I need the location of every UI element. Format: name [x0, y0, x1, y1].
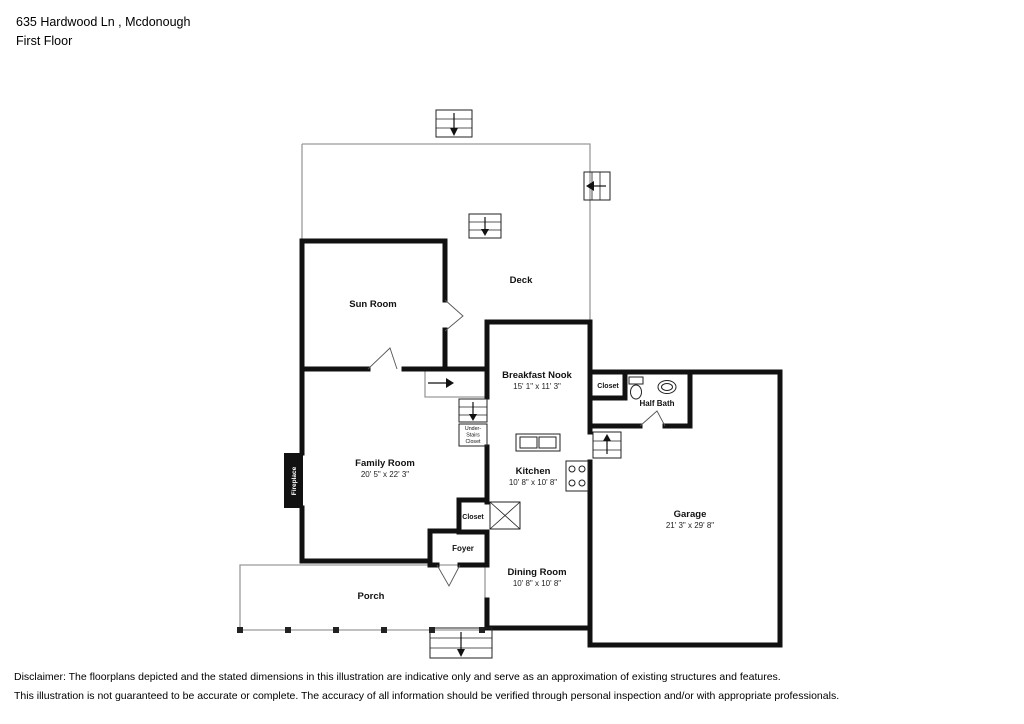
disclaimer-line-2: This illustration is not guaranteed to b… — [14, 690, 840, 702]
half-bath-door — [639, 410, 666, 427]
deck-outline — [301, 143, 591, 322]
floor-title: First Floor — [16, 34, 73, 48]
fireplace-label: Fireplace — [291, 466, 298, 495]
interior-stairs-icon — [458, 398, 488, 423]
kitchen-label: Kitchen — [516, 466, 551, 477]
porch-columns — [237, 627, 485, 633]
deck-stairs-mid-icon — [468, 213, 502, 239]
bathroom-sink-icon — [657, 380, 677, 394]
dining-room-label: Dining Room — [507, 567, 566, 578]
fireplace: Fireplace — [284, 453, 303, 508]
garage-label: Garage — [674, 509, 707, 520]
toilet-icon — [628, 376, 644, 400]
room-labels: Sun Room Deck Breakfast Nook 15' 1" x 11… — [349, 275, 714, 602]
garage-stairs-icon — [592, 431, 622, 459]
deck-stairs-right-icon — [583, 171, 611, 201]
family-room-label: Family Room — [355, 458, 415, 469]
dining-room-dims: 10' 8" x 10' 8" — [513, 579, 561, 588]
porch-label: Porch — [358, 591, 385, 602]
closet-bifold-doors — [489, 501, 521, 530]
half-bath-label: Half Bath — [639, 399, 674, 408]
under-stairs-closet-label-2: Stairs — [466, 433, 480, 439]
stove-icon — [565, 460, 589, 492]
under-stairs-closet-label-1: Under- — [465, 426, 481, 432]
breakfast-nook-dims: 15' 1" x 11' 3" — [513, 382, 561, 391]
sun-room-label: Sun Room — [349, 299, 397, 310]
sun-room-door — [367, 347, 398, 370]
closet-upper-label: Closet — [597, 383, 619, 390]
family-room-dims: 20' 5" x 22' 3" — [361, 470, 409, 479]
deck-stairs-top-icon — [435, 109, 473, 138]
property-address: 635 Hardwood Ln , Mcdonough — [16, 15, 191, 29]
foyer-label: Foyer — [452, 544, 474, 553]
disclaimer-line-1: Disclaimer: The floorplans depicted and … — [14, 671, 781, 683]
closet-lower-label: Closet — [462, 514, 484, 521]
front-door — [436, 564, 461, 587]
garage-dims: 21' 3" x 29' 8" — [666, 521, 714, 530]
door-swings — [367, 299, 666, 587]
under-stairs-closet: Under- Stairs Closet — [458, 423, 488, 447]
deck-label: Deck — [510, 275, 533, 286]
walls — [299, 238, 783, 648]
kitchen-dims: 10' 8" x 10' 8" — [509, 478, 557, 487]
sun-room-deck-door — [444, 299, 464, 332]
entry-stairs-icon — [429, 627, 493, 659]
kitchen-sink-icon — [515, 433, 561, 452]
interior-stairs-direction-arrow — [428, 378, 454, 388]
fireplace-box — [284, 453, 303, 508]
under-stairs-closet-label-3: Closet — [465, 439, 481, 445]
breakfast-nook-label: Breakfast Nook — [502, 370, 572, 381]
stair-landing-outline — [424, 369, 487, 398]
